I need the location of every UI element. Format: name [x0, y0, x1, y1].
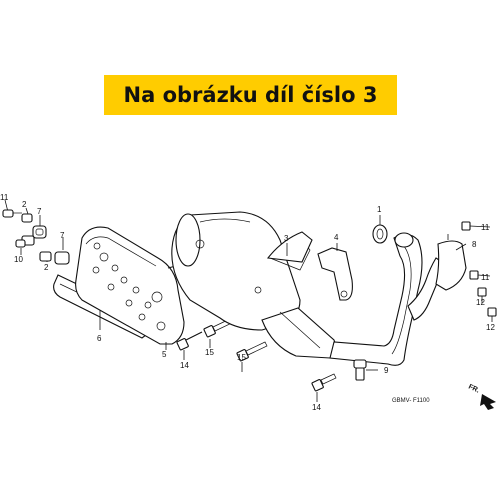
headline-banner: Na obrázku díl číslo 3: [104, 75, 397, 115]
part-4-bracket: [317, 243, 353, 301]
callout-7: 7: [60, 231, 65, 240]
grommet-7-lower: [54, 251, 70, 265]
callout-10: 10: [14, 255, 23, 264]
callout-15: 15: [237, 353, 246, 362]
part-9-plug: [353, 359, 378, 381]
callout-6: 6: [97, 334, 102, 343]
diagram-code: GBMV- F1100: [392, 398, 430, 404]
collar-2-upper: [21, 213, 33, 223]
callout-2: 2: [44, 263, 49, 272]
part-12-nuts: [477, 287, 497, 322]
collar-2-lower: [39, 251, 52, 262]
callout-4: 4: [334, 233, 339, 242]
callout-2: 2: [22, 200, 27, 209]
fastener-group-left: [2, 199, 70, 265]
callout-15: 15: [205, 348, 214, 357]
grommet-7-upper: [32, 225, 47, 239]
part-5-heat-shield: [75, 226, 185, 350]
callout-1: 1: [377, 205, 382, 214]
callout-3: 3: [284, 234, 289, 243]
callout-12: 12: [476, 298, 485, 307]
bolt-10-lower: [15, 239, 26, 248]
exhaust-pipe: [329, 232, 442, 366]
callout-8: 8: [472, 240, 477, 249]
callout-11: 11: [481, 223, 490, 232]
callout-9: 9: [384, 366, 389, 375]
mounting-bolts: [176, 317, 337, 402]
part-1-gasket: [372, 215, 388, 244]
callout-14: 14: [180, 361, 189, 370]
part-3-muffler: [171, 211, 337, 359]
muffler-end-cap: [175, 213, 201, 267]
callout-5: 5: [162, 350, 167, 359]
bolt-15-upper: [203, 325, 216, 338]
callout-7: 7: [37, 207, 42, 216]
bolt-15-lower: [236, 349, 249, 362]
callout-labels: 11 2 7 7 10 2 6 5 14 15 15 14 3 4 1 8 11…: [0, 193, 495, 412]
part-8-protector: [435, 234, 467, 291]
bolt-10-upper: [2, 209, 14, 218]
direction-arrow-icon: [480, 394, 496, 410]
banner-text: Na obrázku díl číslo 3: [123, 83, 378, 107]
direction-label: FR.: [467, 383, 480, 394]
bolt-14-left: [176, 338, 189, 351]
part-11-bolts: [461, 221, 491, 280]
bolt-14-lower: [311, 379, 324, 392]
pipe-inlet: [394, 232, 414, 248]
front-direction-arrow: FR.: [467, 383, 496, 410]
callout-14: 14: [312, 403, 321, 412]
muffler-bracket: [266, 231, 313, 263]
callout-12: 12: [486, 323, 495, 332]
callout-10: 11: [0, 193, 9, 202]
callout-11: 11: [481, 273, 490, 282]
